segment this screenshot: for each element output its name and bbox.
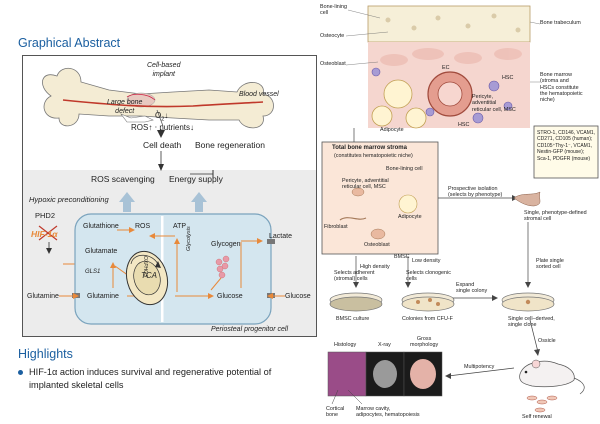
- bone-trabeculum-label: Bone trabeculum: [540, 20, 581, 26]
- bone-shape: [42, 68, 274, 129]
- multipotency-label: Multipotency: [464, 364, 495, 370]
- xray-label: X-ray: [378, 342, 391, 348]
- total-stroma-subtitle: (constitutes hematopoietic niche): [334, 153, 413, 159]
- graphical-abstract-drawing: [38, 68, 285, 325]
- o2-label: O2↓: [155, 111, 169, 123]
- ossicle-label: Ossicle: [538, 338, 556, 344]
- bone-lining-cell-2-label: Bone-lining cell: [386, 166, 423, 172]
- bmsc-drawing: [321, 5, 599, 413]
- periosteal-cell-label: Periosteal progenitor cell: [211, 326, 289, 333]
- glutamate-label: Glutamate: [85, 248, 118, 255]
- fibroblast-label: Fibroblast: [324, 224, 348, 230]
- selects-adherent-label: Selects adherent(stromal) cells: [334, 270, 375, 283]
- osteocyte-label: Osteocyte: [320, 33, 345, 39]
- adipocyte-label: Adipocyte: [380, 127, 404, 133]
- single-clone-label: Single cell–derived,single clone: [508, 316, 555, 329]
- ec-label: EC: [442, 65, 450, 71]
- blood-vessel-label: Blood vessel: [239, 91, 279, 98]
- tca-label: TCA: [141, 271, 157, 280]
- bmsc-label: BMSC: [394, 254, 410, 260]
- highlight-item: HIF-1α action induces survival and regen…: [18, 366, 308, 392]
- markers-box-text: STRO-1, CD146, VCAM1,CD271, CD105 (human…: [537, 130, 596, 162]
- lactate-label: Lactate: [269, 233, 292, 240]
- glycogen-label: Glycogen: [211, 241, 241, 248]
- self-renewal-label: Self renewal: [522, 414, 552, 420]
- hsc-label-2: HSC: [458, 122, 470, 128]
- prospective-isolation-label: Prospective isolation(selects by phenoty…: [448, 186, 503, 199]
- low-density-label: Low density: [412, 258, 441, 264]
- cell-death-label: Cell death: [143, 140, 182, 150]
- ros-nutrients-label: ROS↑ ⋅ nutrients↓: [131, 123, 195, 132]
- gls1-label: GLS1: [85, 269, 101, 275]
- glucose-outer-label: Glucose: [285, 293, 311, 300]
- bone-regeneration-label: Bone regeneration: [195, 140, 265, 150]
- ros-inner-label: ROS: [135, 223, 151, 230]
- graphical-abstract-title: Graphical Abstract: [18, 36, 121, 50]
- hsc-label-1: HSC: [502, 75, 514, 81]
- bullet-icon: [18, 370, 23, 376]
- hif1a-label: HIF-1α: [31, 229, 58, 239]
- osteoblast-2-label: Osteoblast: [364, 242, 390, 248]
- bmsc-culture-label: BMSC culture: [336, 316, 370, 322]
- glutathione-label: Glutathione: [83, 223, 119, 230]
- glycolysis-label: Glycolysis: [186, 226, 192, 251]
- marrow-cavity-label: Marrow cavity,adipocytes, hematopoiesis: [356, 406, 420, 419]
- colonies-cfu-label: Colonies from CFU-F: [402, 316, 453, 322]
- high-density-label: High density: [360, 264, 390, 270]
- energy-supply-label: Energy supply: [169, 174, 223, 184]
- adipocyte-2-label: Adipocyte: [398, 214, 422, 220]
- ros-scavenging-label: ROS scavenging: [91, 174, 155, 184]
- highlights-title: Highlights: [18, 347, 73, 361]
- glutamine-outer-label: Glutamine: [27, 293, 59, 300]
- atp-label: ATP: [173, 223, 187, 230]
- total-stroma-title: Total bone marrow stroma: [332, 145, 407, 151]
- histology-label: Histology: [334, 342, 357, 348]
- glucose-inner-label: Glucose: [217, 293, 243, 300]
- glutamine-inner-label: Glutamine: [87, 293, 119, 300]
- osteoblast-label: Osteoblast: [320, 61, 346, 67]
- phd2-label: PHD2: [35, 211, 56, 220]
- hypoxic-preconditioning-label: Hypoxic preconditioning: [29, 195, 109, 204]
